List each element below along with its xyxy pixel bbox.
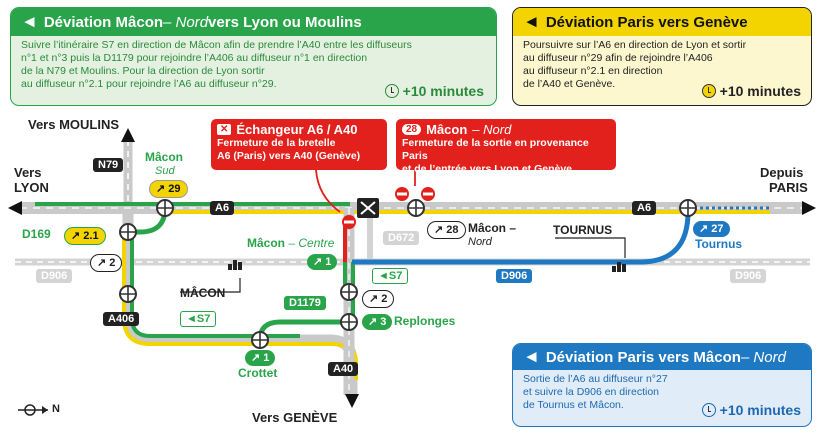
road-s7-b: ◄S7 <box>180 311 217 327</box>
arrow-left-icon: ◄ <box>21 12 38 31</box>
box-deviation-macon-nord: ◄ Déviation Mâcon – Nord vers Lyon ou Mo… <box>10 7 497 106</box>
label-macon-nord: Mâcon – <box>468 221 517 235</box>
arrow-left-icon: ◄ <box>523 347 540 366</box>
label-paris: PARIS <box>769 180 808 195</box>
label-depuis: Depuis <box>760 165 804 180</box>
label-compass-north: N <box>52 403 60 415</box>
road-s7-a: ◄S7 <box>372 268 409 284</box>
label-d169: D169 <box>22 227 51 241</box>
clock-icon <box>701 84 716 98</box>
road-a406: A406 <box>103 312 140 326</box>
road-d672: D672 <box>383 231 420 245</box>
label-macon-centre: Mâcon – Centre <box>247 236 335 250</box>
exit-28: ↗ 28 <box>427 221 466 239</box>
road-d1179: D1179 <box>284 296 326 310</box>
echangeur-icon: ✕ <box>217 124 232 135</box>
label-macon-town: MÂCON <box>180 286 226 300</box>
road-a6-right: A6 <box>632 201 657 215</box>
exit-badge: 28 <box>402 124 422 135</box>
alert-macon-nord: 28 Mâcon – Nord Fermeture de la sortie e… <box>396 119 616 175</box>
arrow-left-icon: ◄ <box>523 12 540 31</box>
label-nord: Nord <box>468 236 492 248</box>
road-d906-left: D906 <box>36 269 73 283</box>
exit-3: ↗ 3 <box>362 314 393 330</box>
arrow-west-icon <box>8 201 22 215</box>
label-vers-geneve: Vers GENÈVE <box>252 410 338 425</box>
exit-2-1: ↗ 2.1 <box>64 227 106 245</box>
box-deviation-paris-geneve: ◄ Déviation Paris vers Genève Poursuivre… <box>512 7 812 106</box>
road-a6-left: A6 <box>210 201 235 215</box>
label-tournus-town: TOURNUS <box>553 223 613 237</box>
road-n79: N79 <box>93 158 124 172</box>
label-replonges: Replonges <box>394 314 456 328</box>
arrow-east-icon <box>802 201 816 215</box>
arrow-south-icon <box>345 394 359 408</box>
exit-2-right: ↗ 2 <box>362 290 395 308</box>
label-macon-sud: Mâcon <box>145 150 184 164</box>
alert-echangeur-a6-a40: ✕ Échangeur A6 / A40 Fermeture de la bre… <box>211 119 387 170</box>
road-d906-right: D906 <box>730 269 767 283</box>
label-tournus: Tournus <box>695 237 743 251</box>
box-deviation-paris-macon: ◄ Déviation Paris vers Mâcon – Nord Sort… <box>512 343 812 427</box>
label-vers-moulins: Vers MOULINS <box>28 117 120 132</box>
exit-1-crottet: ↗ 1 <box>245 350 276 366</box>
label-vers: Vers <box>14 165 42 180</box>
exit-1-centre: ↗ 1 <box>307 254 338 270</box>
road-d906-mid: D906 <box>496 269 533 283</box>
no-entry-icon <box>342 187 435 229</box>
arrow-north-icon <box>121 128 135 142</box>
label-sud: Sud <box>155 165 175 177</box>
compass-icon <box>18 404 48 416</box>
exit-2-left: ↗ 2 <box>90 254 123 272</box>
exit-29: ↗ 29 <box>149 180 188 198</box>
label-lyon: LYON <box>14 180 49 195</box>
exit-27: ↗ 27 <box>693 221 730 237</box>
road-a40: A40 <box>328 362 359 376</box>
clock-icon <box>384 84 399 98</box>
town-icon <box>228 260 626 272</box>
label-crottet: Crottet <box>238 366 278 380</box>
clock-icon <box>701 403 716 417</box>
